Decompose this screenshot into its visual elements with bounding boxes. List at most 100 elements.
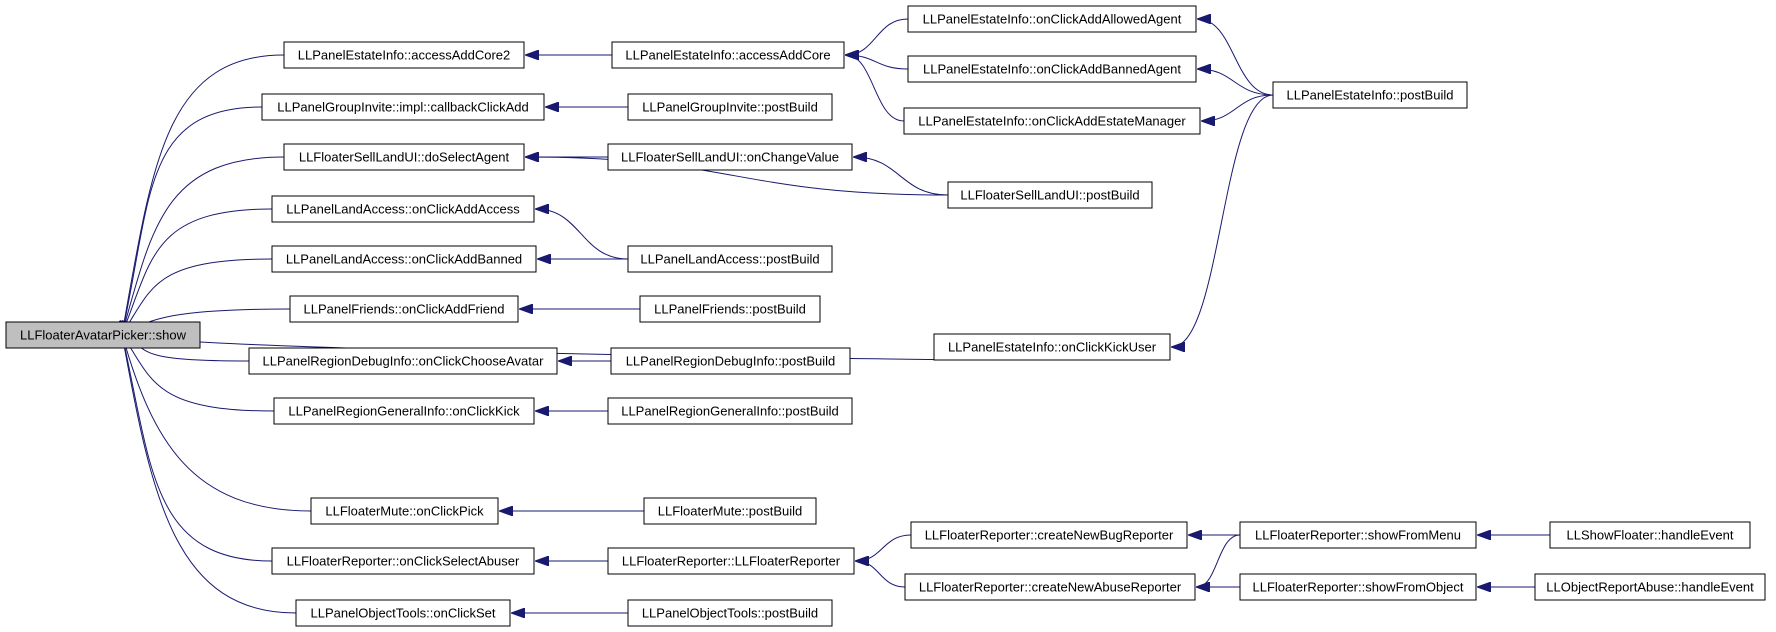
node-onClickAddAccess[interactable]: LLPanelLandAccess::onClickAddAccess <box>271 195 535 223</box>
edge-estatePostBuild-to-kickUser <box>1172 94 1274 347</box>
node-label: LLShowFloater::handleEvent <box>1567 528 1734 543</box>
node-box <box>904 573 1196 601</box>
edge-arrow <box>526 157 949 196</box>
node-label: LLPanelRegionGeneralInfo::onClickKick <box>288 404 520 419</box>
node-showFloaterHandle[interactable]: LLShowFloater::handleEvent <box>1549 521 1751 549</box>
edge-sellPostBuild-to-onChangeValue <box>854 157 949 196</box>
node-label: LLPanelRegionDebugInfo::onClickChooseAva… <box>263 354 545 369</box>
node-addBannedAgent[interactable]: LLPanelEstateInfo::onClickAddBannedAgent <box>907 55 1197 83</box>
node-label: LLFloaterSellLandUI::onChangeValue <box>621 150 839 165</box>
node-generalPostBuild[interactable]: LLPanelRegionGeneralInfo::postBuild <box>607 397 853 425</box>
node-box <box>611 41 845 69</box>
node-showFromObject[interactable]: LLFloaterReporter::showFromObject <box>1239 573 1477 601</box>
edge-estatePostBuild-to-addEstateMgr <box>1202 94 1274 121</box>
edge-onClickAddBanned-to-root <box>122 258 273 334</box>
node-label: LLObjectReportAbuse::handleEvent <box>1546 580 1754 595</box>
edge-onClickKick-to-root <box>122 334 275 412</box>
node-label: LLFloaterReporter::showFromObject <box>1253 580 1464 595</box>
edge-arrow <box>122 334 297 614</box>
node-addAllowed[interactable]: LLPanelEstateInfo::onClickAddAllowedAgen… <box>907 5 1197 33</box>
node-groupPostBuild[interactable]: LLPanelGroupInvite::postBuild <box>627 93 833 121</box>
node-label: LLFloaterReporter::createNewBugReporter <box>925 528 1174 543</box>
edge-arrow <box>846 55 905 122</box>
node-callbackClickAdd[interactable]: LLPanelGroupInvite::impl::callbackClickA… <box>261 93 545 121</box>
node-accessAddCore2[interactable]: LLPanelEstateInfo::accessAddCore2 <box>283 41 525 69</box>
edge-arrow <box>536 209 629 260</box>
node-label: LLFloaterMute::postBuild <box>658 504 803 519</box>
edge-onClickAddAccess-to-root <box>122 208 273 334</box>
node-root[interactable]: LLFloaterAvatarPicker::show <box>5 321 201 349</box>
node-mutePick[interactable]: LLFloaterMute::onClickPick <box>310 497 499 525</box>
edge-arrow <box>122 208 273 334</box>
node-label: LLPanelLandAccess::onClickAddBanned <box>286 252 522 267</box>
node-debugPostBuild[interactable]: LLPanelRegionDebugInfo::postBuild <box>610 347 851 375</box>
node-box <box>1239 521 1477 549</box>
node-box <box>289 295 519 323</box>
node-reporterCtor[interactable]: LLFloaterReporter::LLFloaterReporter <box>607 547 855 575</box>
node-kickUser[interactable]: LLPanelEstateInfo::onClickKickUser <box>933 333 1171 361</box>
edge-estatePostBuild-to-addAllowed <box>1198 19 1274 96</box>
edge-doSelectAgent-to-root <box>122 156 285 334</box>
edge-callbackClickAdd-to-root <box>122 106 263 334</box>
node-box <box>271 245 537 273</box>
node-selectAbuser[interactable]: LLFloaterReporter::onClickSelectAbuser <box>271 547 535 575</box>
node-objAbuseHandle[interactable]: LLObjectReportAbuse::handleEvent <box>1534 573 1766 601</box>
node-label: LLPanelEstateInfo::onClickAddEstateManag… <box>918 114 1186 129</box>
node-onChangeValue[interactable]: LLFloaterSellLandUI::onChangeValue <box>607 143 853 171</box>
node-label: LLFloaterReporter::showFromMenu <box>1255 528 1461 543</box>
edge-arrow <box>122 334 273 562</box>
node-objClickSet[interactable]: LLPanelObjectTools::onClickSet <box>295 599 511 627</box>
node-label: LLPanelEstateInfo::onClickAddAllowedAgen… <box>923 12 1182 27</box>
node-box <box>261 93 545 121</box>
node-onClickKick[interactable]: LLPanelRegionGeneralInfo::onClickKick <box>273 397 535 425</box>
edge-mutePick-to-root <box>122 334 312 512</box>
node-label: LLPanelFriends::onClickAddFriend <box>304 302 505 317</box>
node-newAbuse[interactable]: LLFloaterReporter::createNewAbuseReporte… <box>904 573 1196 601</box>
node-box <box>283 41 525 69</box>
node-showFromMenu[interactable]: LLFloaterReporter::showFromMenu <box>1239 521 1477 549</box>
node-box <box>610 347 851 375</box>
node-box <box>283 143 525 171</box>
node-label: LLFloaterReporter::LLFloaterReporter <box>622 554 841 569</box>
node-onClickAddBanned[interactable]: LLPanelLandAccess::onClickAddBanned <box>271 245 537 273</box>
node-onClickAddFriend[interactable]: LLPanelFriends::onClickAddFriend <box>289 295 519 323</box>
edge-arrow <box>122 54 285 334</box>
node-objPostBuild[interactable]: LLPanelObjectTools::postBuild <box>627 599 833 627</box>
edge-arrow <box>846 55 909 70</box>
node-label: LLPanelLandAccess::onClickAddAccess <box>286 202 520 217</box>
node-box <box>627 93 833 121</box>
node-mutePostBuild[interactable]: LLFloaterMute::postBuild <box>643 497 817 525</box>
node-box <box>295 599 511 627</box>
node-friendsPostBuild[interactable]: LLPanelFriends::postBuild <box>639 295 821 323</box>
node-label: LLPanelObjectTools::onClickSet <box>311 606 496 621</box>
node-box <box>607 143 853 171</box>
node-box <box>910 521 1188 549</box>
node-box <box>933 333 1171 361</box>
node-onClickChooseAvatar[interactable]: LLPanelRegionDebugInfo::onClickChooseAva… <box>248 347 558 375</box>
node-box <box>271 547 535 575</box>
node-label: LLPanelRegionGeneralInfo::postBuild <box>621 404 839 419</box>
node-label: LLFloaterAvatarPicker::show <box>20 328 187 343</box>
edge-arrow <box>854 157 949 196</box>
edge-arrow <box>1197 534 1241 587</box>
node-estatePostBuild[interactable]: LLPanelEstateInfo::postBuild <box>1272 81 1468 109</box>
node-label: LLPanelLandAccess::postBuild <box>640 252 819 267</box>
node-box <box>643 497 817 525</box>
node-addEstateMgr[interactable]: LLPanelEstateInfo::onClickAddEstateManag… <box>903 107 1201 135</box>
edge-estatePostBuild-to-addBannedAgent <box>1198 69 1274 96</box>
node-landPostBuild[interactable]: LLPanelLandAccess::postBuild <box>627 245 833 273</box>
node-label: LLFloaterSellLandUI::doSelectAgent <box>299 150 510 165</box>
edge-newBug-to-reporterCtor <box>856 534 912 561</box>
edge-landPostBuild-to-onClickAddAccess <box>536 209 629 260</box>
node-box <box>607 397 853 425</box>
node-accessAddCore[interactable]: LLPanelEstateInfo::accessAddCore <box>611 41 845 69</box>
node-newBug[interactable]: LLFloaterReporter::createNewBugReporter <box>910 521 1188 549</box>
node-box <box>271 195 535 223</box>
edge-addAllowed-to-accessAddCore <box>846 18 909 55</box>
node-doSelectAgent[interactable]: LLFloaterSellLandUI::doSelectAgent <box>283 143 525 171</box>
edge-arrow <box>1172 94 1274 347</box>
node-sellPostBuild[interactable]: LLFloaterSellLandUI::postBuild <box>947 181 1153 209</box>
node-label: LLPanelFriends::postBuild <box>654 302 806 317</box>
node-label: LLFloaterSellLandUI::postBuild <box>960 188 1139 203</box>
node-box <box>907 55 1197 83</box>
